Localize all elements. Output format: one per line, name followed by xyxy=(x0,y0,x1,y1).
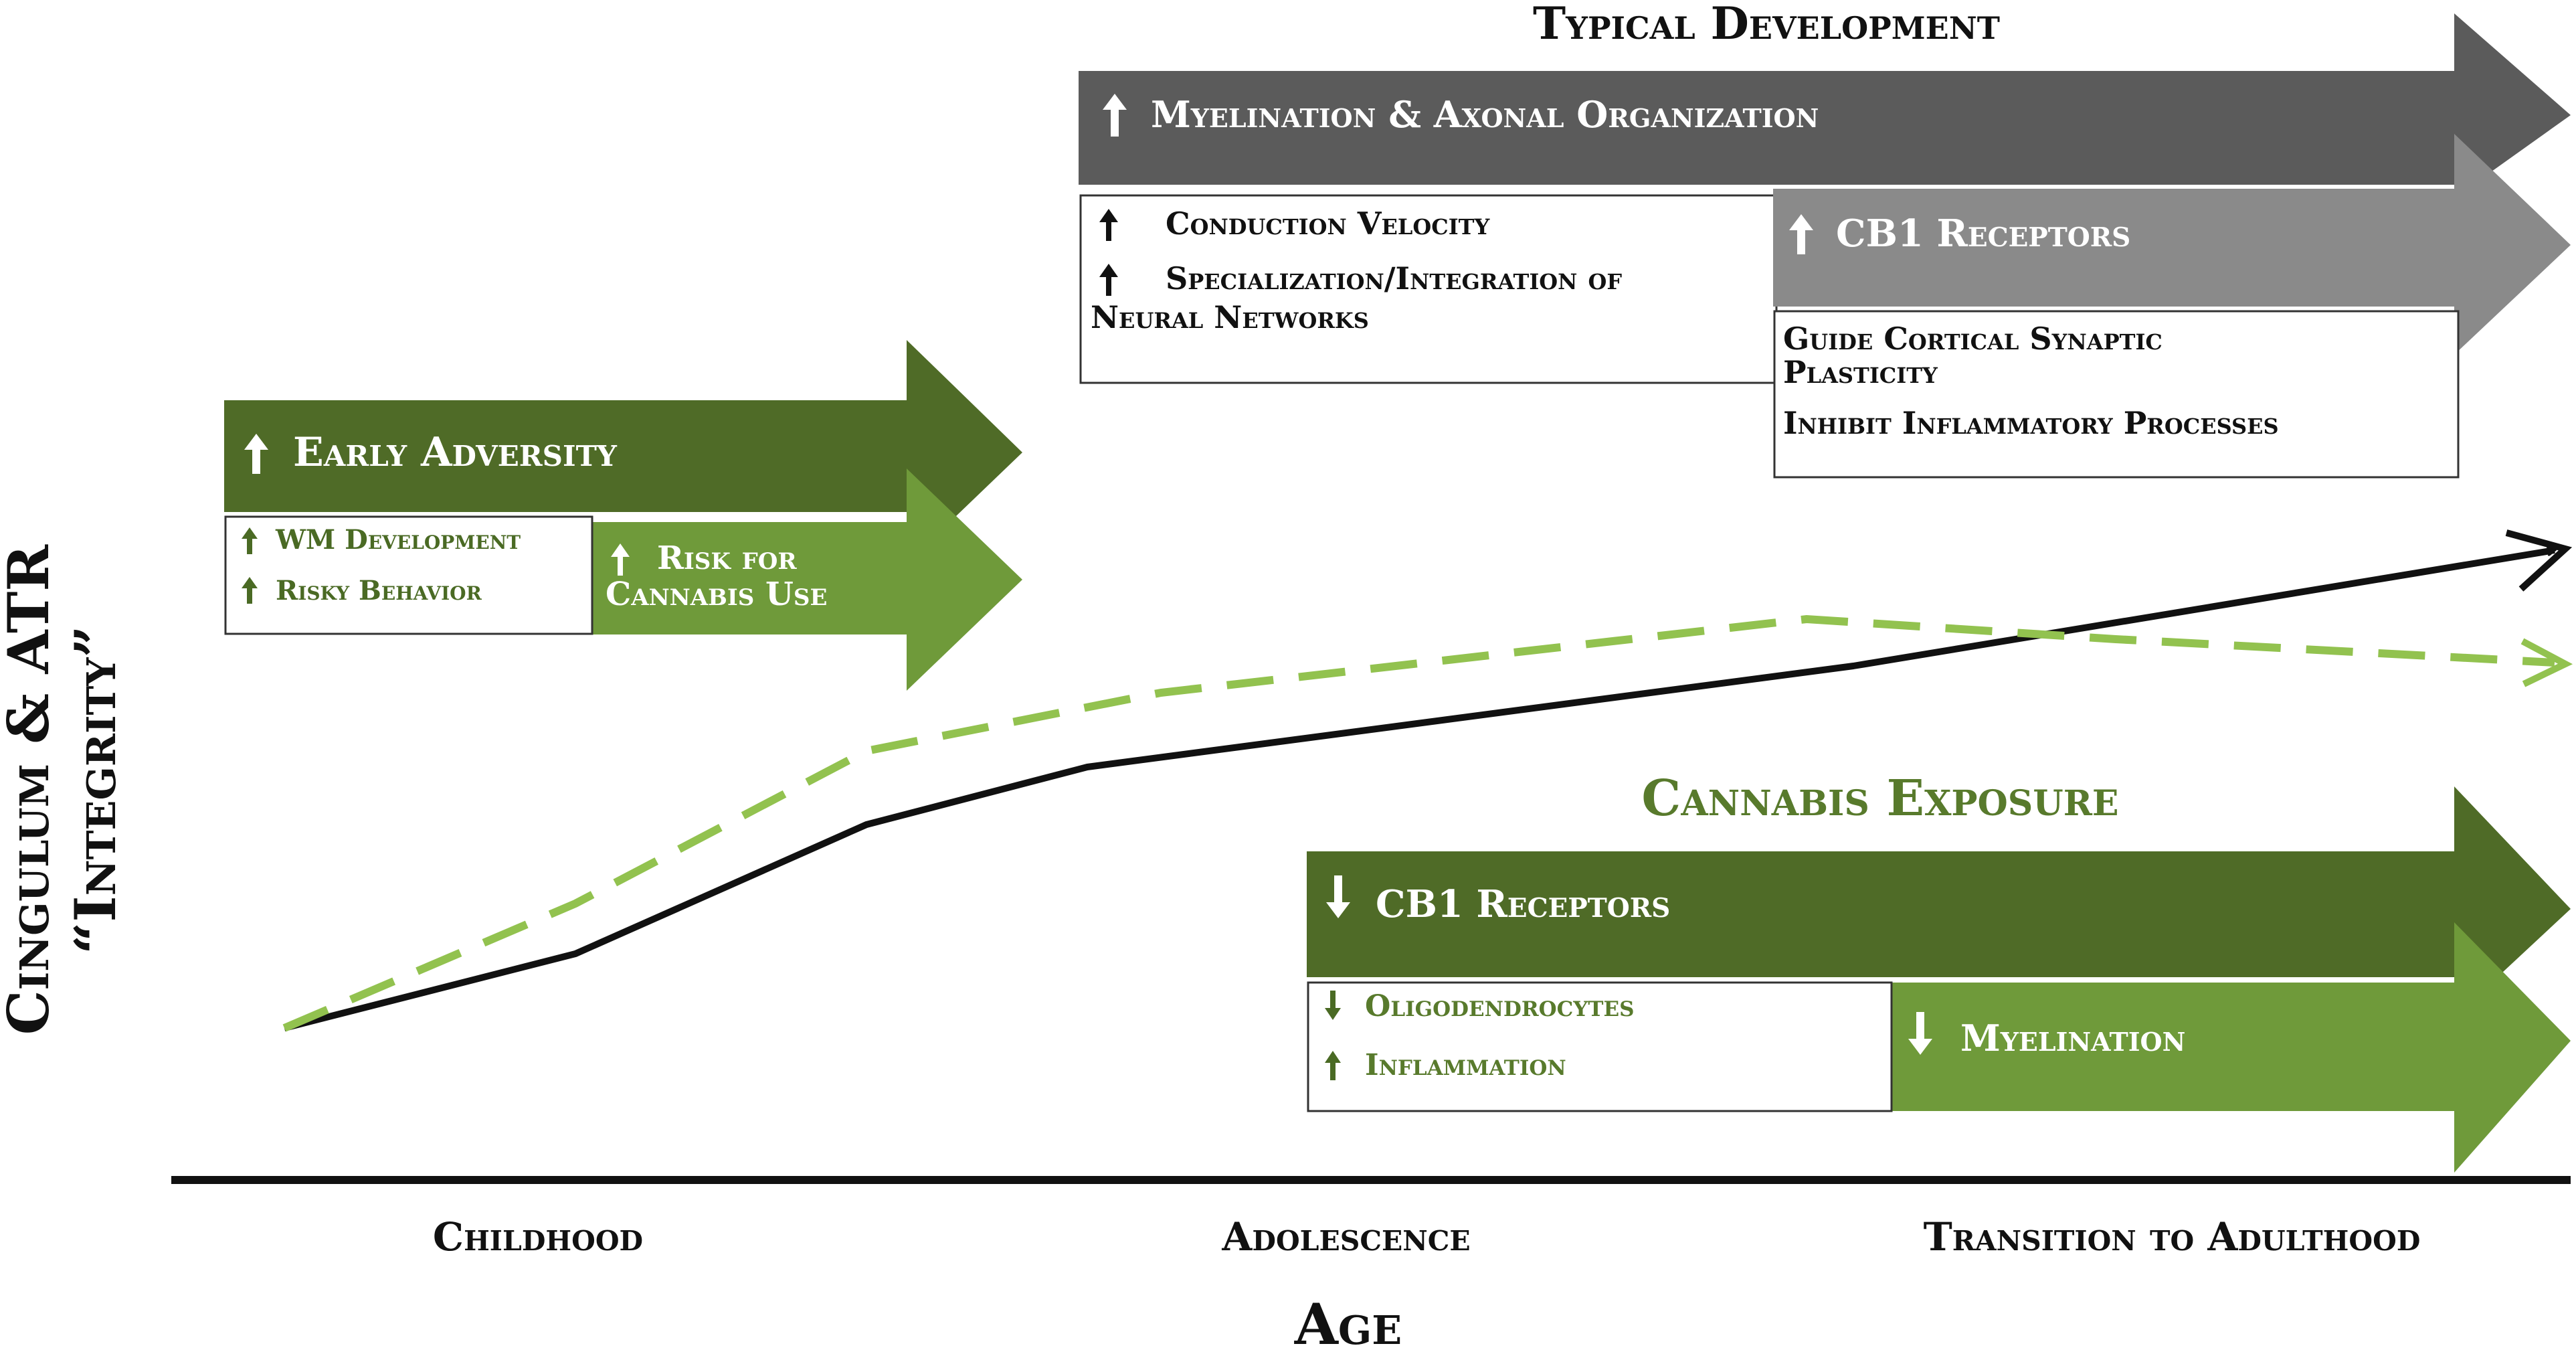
cannabis-cb1-arrow xyxy=(1307,786,2571,1017)
early-adversity-label: Early Adversity xyxy=(293,429,618,476)
y-axis-label: Cingulum & ATR “Integrity” xyxy=(0,544,128,1035)
up-arrow-icon xyxy=(611,543,630,576)
adversity-effects-box xyxy=(224,515,593,635)
x-tick-adolescence: Adolescence xyxy=(1221,1214,1470,1260)
cannabis-trajectory-line xyxy=(282,614,2555,1032)
typical-trajectory-line xyxy=(283,550,2555,1031)
myelination-decrease-arrow xyxy=(1891,922,2571,1173)
inhibit-inflammatory-label: Inhibit Inflammatory Processes xyxy=(1783,405,2279,441)
cannabis-effects-box xyxy=(1307,981,1893,1112)
risky-behavior-label: Risky Behavior xyxy=(276,575,482,606)
cb1-receptors-arrow xyxy=(1773,134,2571,355)
neural-networks-label: Neural Networks xyxy=(1091,299,1369,335)
early-adversity-arrow xyxy=(224,340,1022,564)
cannabis-trajectory-arrowhead xyxy=(2520,638,2573,687)
typical-trajectory-arrowhead xyxy=(2505,529,2573,592)
cb1-receptors-arrow-label: CB1 Receptors xyxy=(1836,211,2130,256)
cannabis-exposure-title: Cannabis Exposure xyxy=(1641,770,2118,827)
up-arrow-icon xyxy=(1789,214,1813,254)
up-arrow-icon xyxy=(1099,264,1118,296)
y-axis-label-line1: Cingulum & ATR xyxy=(0,544,62,1035)
up-arrow-icon xyxy=(1325,1051,1341,1080)
conduction-velocity-label: Conduction Velocity xyxy=(1166,205,1490,242)
down-arrow-icon xyxy=(1326,875,1350,918)
risk-for-label: Risk for xyxy=(657,539,797,577)
cannabis-cb1-label: CB1 Receptors xyxy=(1376,882,1670,926)
oligodendrocytes-label: Oligodendrocytes xyxy=(1365,989,1635,1023)
myelination-decrease-label: Myelination xyxy=(1960,1017,2185,1060)
wm-development-label: WM Development xyxy=(275,524,521,556)
myelination-arrow-label: Myelination & Axonal Organization xyxy=(1151,93,1819,136)
up-arrow-icon xyxy=(1103,94,1127,137)
plasticity-label: Plasticity xyxy=(1783,354,1938,390)
up-arrow-icon xyxy=(244,434,268,474)
y-axis-label-line2: “Integrity” xyxy=(62,625,128,954)
risk-cannabis-arrow xyxy=(592,469,1022,691)
specialization-label: Specialization/Integration of xyxy=(1166,260,1622,297)
up-arrow-icon xyxy=(242,577,258,604)
cannabis-use-label: Cannabis Use xyxy=(606,576,827,613)
typical-effects-box xyxy=(1079,194,1778,384)
guide-cortical-label: Guide Cortical Synaptic xyxy=(1783,321,2163,357)
cb1-effects-box xyxy=(1773,310,2460,479)
down-arrow-icon xyxy=(1908,1012,1932,1055)
inflammation-label: Inflammation xyxy=(1365,1048,1566,1082)
myelination-arrow xyxy=(1079,13,2571,198)
x-tick-childhood: Childhood xyxy=(433,1214,643,1260)
down-arrow-icon xyxy=(1325,991,1341,1020)
up-arrow-icon xyxy=(242,527,258,554)
up-arrow-icon xyxy=(1099,209,1118,241)
x-axis-label: Age xyxy=(1294,1291,1402,1354)
typical-development-title: Typical Development xyxy=(1533,0,2000,50)
x-tick-transition: Transition to Adulthood xyxy=(1924,1214,2421,1260)
